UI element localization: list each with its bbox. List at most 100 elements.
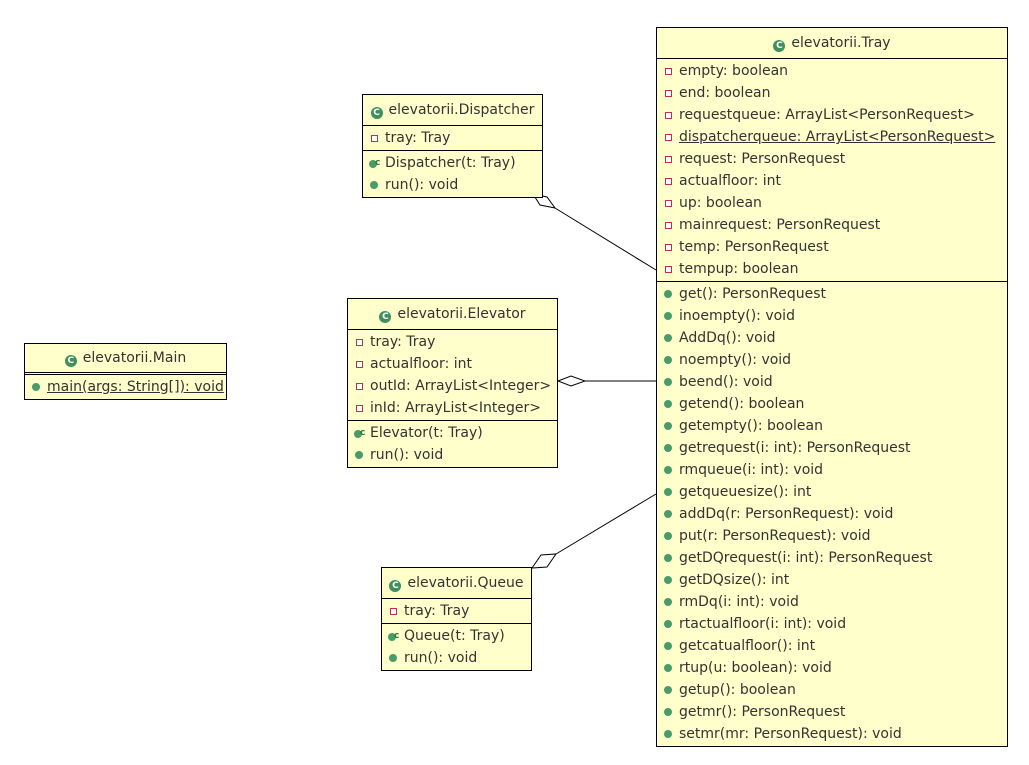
attribute-row[interactable]: requestqueue: ArrayList<PersonRequest> bbox=[657, 104, 1007, 126]
method-text: run(): void bbox=[385, 177, 459, 193]
method-row[interactable]: rtup(u: boolean): void bbox=[657, 657, 1007, 679]
method-row[interactable]: AddDq(): void bbox=[657, 327, 1007, 349]
methods-section: main(args: String[]): void bbox=[25, 375, 226, 399]
method-row[interactable]: noempty(): void bbox=[657, 349, 1007, 371]
method-text: getcatualfloor(): int bbox=[679, 638, 816, 654]
method-row[interactable]: run(): void bbox=[382, 647, 531, 669]
private-field-icon bbox=[665, 134, 672, 141]
private-field-icon bbox=[665, 112, 672, 119]
public-method-icon bbox=[664, 356, 672, 364]
public-method-icon bbox=[664, 510, 672, 518]
method-text: setmr(mr: PersonRequest): void bbox=[679, 726, 902, 742]
class-name: elevatorii.Tray bbox=[791, 35, 891, 51]
attribute-row[interactable]: inId: ArrayList<Integer> bbox=[348, 397, 557, 419]
attribute-text: tray: Tray bbox=[370, 334, 436, 350]
attribute-row[interactable]: request: PersonRequest bbox=[657, 148, 1007, 170]
method-text: addDq(r: PersonRequest): void bbox=[679, 506, 894, 522]
attribute-row[interactable]: end: boolean bbox=[657, 82, 1007, 104]
method-row[interactable]: get(): PersonRequest bbox=[657, 283, 1007, 305]
method-row[interactable]: addDq(r: PersonRequest): void bbox=[657, 503, 1007, 525]
private-field-icon bbox=[665, 200, 672, 207]
method-row[interactable]: Dispatcher(t: Tray) bbox=[363, 152, 542, 174]
class-name: elevatorii.Queue bbox=[407, 575, 524, 591]
method-row[interactable]: run(): void bbox=[348, 444, 557, 466]
method-text: getDQsize(): int bbox=[679, 572, 790, 588]
class-name: elevatorii.Main bbox=[82, 350, 187, 366]
private-field-icon bbox=[665, 156, 672, 163]
class-icon: C bbox=[389, 580, 402, 592]
attributes-section: tray: Tray bbox=[363, 126, 542, 151]
class-icon: C bbox=[773, 40, 786, 52]
attribute-row[interactable]: tempup: boolean bbox=[657, 258, 1007, 280]
method-text: rtactualfloor(i: int): void bbox=[679, 616, 847, 632]
public-method-icon bbox=[664, 444, 672, 452]
attribute-row[interactable]: actualfloor: int bbox=[657, 170, 1007, 192]
attribute-row[interactable]: up: boolean bbox=[657, 192, 1007, 214]
method-row[interactable]: inoempty(): void bbox=[657, 305, 1007, 327]
method-text: getrequest(i: int): PersonRequest bbox=[679, 440, 911, 456]
attribute-row[interactable]: outId: ArrayList<Integer> bbox=[348, 375, 557, 397]
method-text: inoempty(): void bbox=[679, 308, 795, 324]
public-method-icon bbox=[664, 400, 672, 408]
method-row[interactable]: getqueuesize(): int bbox=[657, 481, 1007, 503]
attribute-row[interactable]: dispatcherqueue: ArrayList<PersonRequest… bbox=[657, 126, 1007, 148]
public-method-icon bbox=[355, 451, 363, 459]
public-method-icon bbox=[389, 654, 397, 662]
method-row[interactable]: rmDq(i: int): void bbox=[657, 591, 1007, 613]
method-row[interactable]: getup(): boolean bbox=[657, 679, 1007, 701]
attribute-text: actualfloor: int bbox=[679, 173, 781, 189]
method-row[interactable]: setmr(mr: PersonRequest): void bbox=[657, 723, 1007, 745]
method-row[interactable]: main(args: String[]): void bbox=[25, 376, 226, 398]
method-row[interactable]: getDQsize(): int bbox=[657, 569, 1007, 591]
private-field-icon bbox=[665, 244, 672, 251]
class-name: elevatorii.Elevator bbox=[397, 306, 526, 322]
aggregation-dispatcher-tray bbox=[531, 193, 657, 271]
attributes-section: tray: Tray actualfloor: int outId: ArrayLi… bbox=[348, 330, 557, 421]
attribute-text: mainrequest: PersonRequest bbox=[679, 217, 881, 233]
method-row[interactable]: getrequest(i: int): PersonRequest bbox=[657, 437, 1007, 459]
methods-section: Queue(t: Tray)run(): void bbox=[382, 624, 531, 670]
method-text: rtup(u: boolean): void bbox=[679, 660, 832, 676]
method-row[interactable]: getDQrequest(i: int): PersonRequest bbox=[657, 547, 1007, 569]
private-field-icon bbox=[356, 339, 363, 346]
private-field-icon bbox=[390, 608, 397, 615]
method-row[interactable]: run(): void bbox=[363, 174, 542, 196]
public-method-icon bbox=[664, 290, 672, 298]
attribute-text: requestqueue: ArrayList<PersonRequest> bbox=[679, 107, 975, 123]
public-method-icon bbox=[664, 422, 672, 430]
public-method-icon bbox=[664, 708, 672, 716]
method-row[interactable]: Elevator(t: Tray) bbox=[348, 422, 557, 444]
private-field-icon bbox=[665, 222, 672, 229]
attribute-text: outId: ArrayList<Integer> bbox=[370, 378, 552, 394]
method-text: noempty(): void bbox=[679, 352, 792, 368]
attribute-row[interactable]: empty: boolean bbox=[657, 60, 1007, 82]
method-row[interactable]: getend(): boolean bbox=[657, 393, 1007, 415]
attribute-row[interactable]: actualfloor: int bbox=[348, 353, 557, 375]
method-row[interactable]: getmr(): PersonRequest bbox=[657, 701, 1007, 723]
method-row[interactable]: getempty(): boolean bbox=[657, 415, 1007, 437]
public-method-icon bbox=[664, 686, 672, 694]
attribute-row[interactable]: temp: PersonRequest bbox=[657, 236, 1007, 258]
attribute-text: actualfloor: int bbox=[370, 356, 472, 372]
method-row[interactable]: put(r: PersonRequest): void bbox=[657, 525, 1007, 547]
method-row[interactable]: rmqueue(i: int): void bbox=[657, 459, 1007, 481]
attribute-row[interactable]: mainrequest: PersonRequest bbox=[657, 214, 1007, 236]
constructor-icon bbox=[354, 422, 365, 444]
method-row[interactable]: Queue(t: Tray) bbox=[382, 625, 531, 647]
attribute-text: dispatcherqueue: ArrayList<PersonRequest… bbox=[679, 129, 996, 145]
attributes-section: tray: Tray bbox=[382, 599, 531, 624]
method-row[interactable]: getcatualfloor(): int bbox=[657, 635, 1007, 657]
attribute-row[interactable]: tray: Tray bbox=[363, 127, 542, 149]
method-row[interactable]: beend(): void bbox=[657, 371, 1007, 393]
attribute-row[interactable]: tray: Tray bbox=[382, 600, 531, 622]
attribute-row[interactable]: tray: Tray bbox=[348, 331, 557, 353]
method-text: getDQrequest(i: int): PersonRequest bbox=[679, 550, 933, 566]
method-row[interactable]: rtactualfloor(i: int): void bbox=[657, 613, 1007, 635]
